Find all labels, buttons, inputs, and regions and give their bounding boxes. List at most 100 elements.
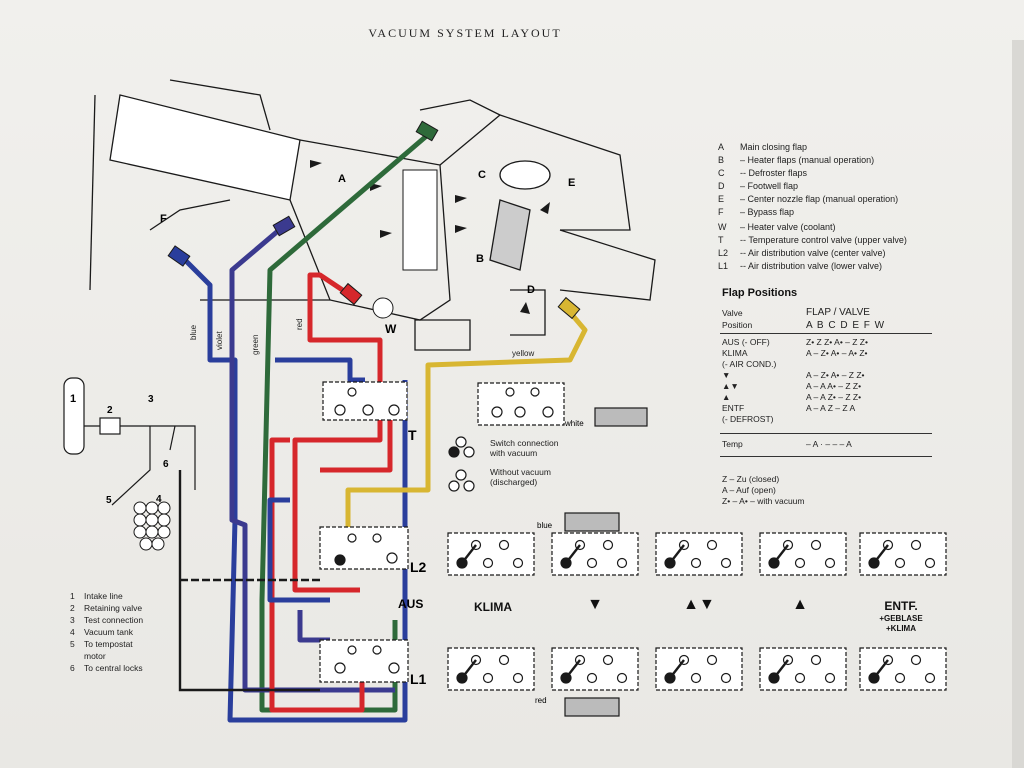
switch-link <box>873 659 889 679</box>
table-rule <box>720 433 932 434</box>
legend-row: C-- Defroster flaps <box>718 168 808 178</box>
heater-box-drawing <box>89 79 656 351</box>
table-header: Valve <box>722 308 743 318</box>
flap-row-position: Temp <box>722 439 743 449</box>
flap-positions-title: Flap Positions <box>722 287 798 299</box>
legend-row: B– Heater flaps (manual operation) <box>718 155 875 165</box>
wire-label-red: red <box>295 318 304 330</box>
mode-panel <box>447 532 535 576</box>
switch-link <box>669 659 685 679</box>
green-line <box>259 131 432 713</box>
table-note: A – Auf (open) <box>722 485 776 495</box>
table-note: Z – Zu (closed) <box>722 474 780 484</box>
part-item: motor <box>84 651 106 661</box>
flap-row-values: A – A Z• – Z Z• <box>806 392 862 402</box>
flap-row-position: ▲ <box>722 392 731 402</box>
mode-label-up: ▲ <box>792 596 808 613</box>
switch-link <box>565 659 581 679</box>
red-line <box>292 272 383 593</box>
switch-link <box>873 544 889 564</box>
legend-row: F– Bypass flap <box>718 207 795 217</box>
flap-row-position: ▼ <box>722 370 731 380</box>
switch-node <box>924 557 936 569</box>
switch-link <box>669 544 685 564</box>
label-e: E <box>568 177 575 189</box>
flap-row-values: – A · – – – A <box>806 439 852 449</box>
legend-row: L1-- Air distribution valve (lower valve… <box>718 261 883 271</box>
vacuum-supply-parts <box>63 377 320 692</box>
tag-red: red <box>535 696 547 705</box>
mode-panel <box>447 647 535 691</box>
table-header: Position <box>722 320 753 330</box>
mode-panel <box>655 647 743 691</box>
mode-label-klima: KLIMA <box>474 600 512 614</box>
valve-boxes <box>319 381 409 683</box>
switch-with-vacuum-text: Switch connection with vacuum <box>490 438 559 458</box>
yellow-line <box>345 308 588 530</box>
switch-link <box>773 544 789 564</box>
mode-label-down: ▼ <box>587 596 603 613</box>
table-header: FLAP / VALVE <box>806 307 870 318</box>
label-d: D <box>527 284 535 296</box>
switch-node <box>482 672 494 684</box>
switch-node <box>512 672 524 684</box>
mode-panel <box>859 532 947 576</box>
switch-node <box>706 539 718 551</box>
wire-label-green: green <box>251 335 260 355</box>
svg-text:5: 5 <box>106 495 112 506</box>
mode-panel <box>759 647 847 691</box>
switch-node <box>910 654 922 666</box>
flap-row-values: A – A Z – Z A <box>806 403 856 413</box>
blue-line <box>178 253 408 723</box>
valve-label-l2: L2 <box>410 559 427 575</box>
flap-row-position: AUS (- OFF) <box>722 337 770 347</box>
switch-node <box>810 539 822 551</box>
switch-node <box>794 672 806 684</box>
mode-label-entf: ENTF. <box>884 599 918 613</box>
flap-row-values: A – Z• A• – A• Z• <box>806 348 868 358</box>
valve-label-l1: L1 <box>410 671 427 687</box>
mode-panel <box>655 532 743 576</box>
red-line-2 <box>269 437 365 713</box>
svg-text:1: 1 <box>70 393 76 405</box>
legend-row: T-- Temperature control valve (upper val… <box>718 235 907 245</box>
switch-node <box>690 557 702 569</box>
switch-node <box>482 557 494 569</box>
switch-node <box>894 557 906 569</box>
label-w: W <box>385 322 397 336</box>
blue-line-3 <box>267 497 330 603</box>
switch-link <box>461 659 477 679</box>
mode-panel <box>551 647 639 691</box>
mode-panel <box>551 532 639 576</box>
red-line-3 <box>320 420 393 473</box>
switch-node <box>602 654 614 666</box>
switch-without-vacuum-text: Without vacuum (discharged) <box>490 467 551 487</box>
switch-node <box>910 539 922 551</box>
heater-valve-icon <box>372 297 394 319</box>
hose-connectors <box>167 120 581 320</box>
violet-line <box>229 223 395 693</box>
legend-row: D– Footwell flap <box>718 181 799 191</box>
svg-text:6: 6 <box>163 459 169 470</box>
switch-legend-box <box>448 382 648 717</box>
label-f: F <box>160 213 167 225</box>
mode-sublabel: +KLIMA <box>886 624 916 633</box>
switch-node <box>706 654 718 666</box>
switch-node <box>894 672 906 684</box>
page-title: VACUUM SYSTEM LAYOUT <box>368 26 562 40</box>
flap-row-values: A – Z• A• – Z Z• <box>806 370 865 380</box>
switch-node <box>924 672 936 684</box>
switch-node <box>602 539 614 551</box>
mode-switch-panels <box>447 532 947 691</box>
legend-row: L2-- Air distribution valve (center valv… <box>718 248 886 258</box>
table-rule <box>720 333 932 334</box>
switch-node <box>586 672 598 684</box>
flap-row-position: (- AIR COND.) <box>722 359 777 369</box>
